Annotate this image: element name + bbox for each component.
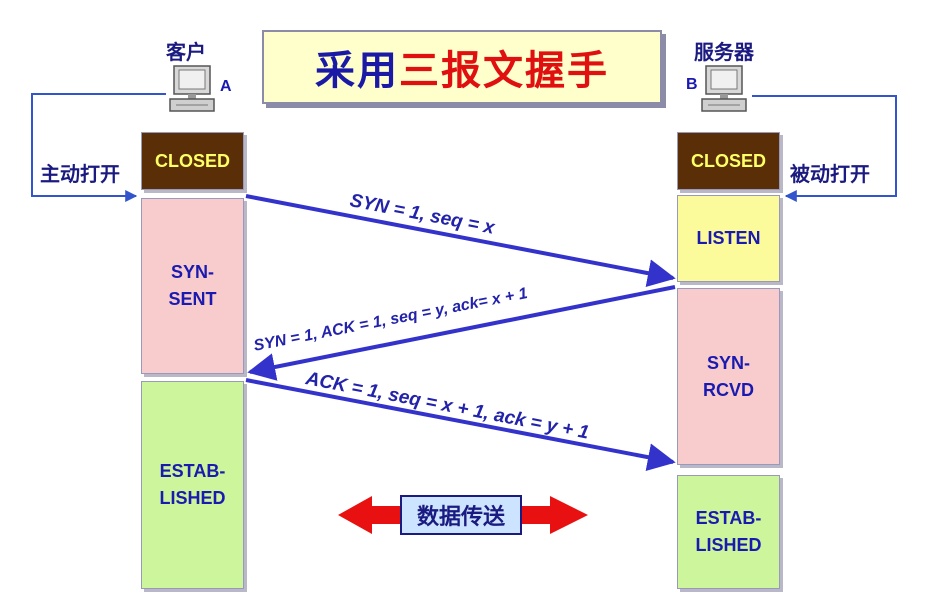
server-state-syn-rcvd-line2: RCVD — [702, 379, 754, 400]
client-label: 客户 — [166, 42, 206, 64]
client-computer-icon — [169, 65, 215, 112]
server-label: 服务器 — [694, 42, 754, 64]
client-state-established: ESTAB- LISHED — [141, 381, 244, 589]
server-state-established: ESTAB- LISHED — [677, 475, 780, 589]
passive-open-label: 被动打开 — [790, 164, 870, 186]
server-letter: B — [686, 76, 698, 93]
client-state-syn-sent-line2: SENT — [168, 289, 217, 309]
server-state-syn-rcvd: SYN- RCVD — [677, 288, 780, 465]
active-open-arrow — [31, 93, 166, 202]
server-computer-icon — [701, 65, 747, 112]
syn-arrow — [245, 194, 676, 287]
page-title: 采用三报文握手 — [262, 30, 662, 104]
server-state-closed: CLOSED — [677, 132, 780, 190]
active-open-label: 主动打开 — [40, 164, 120, 186]
client-state-closed: CLOSED — [141, 132, 244, 190]
client-state-established-line1: ESTAB- — [159, 461, 226, 481]
server-state-listen: LISTEN — [677, 195, 780, 282]
server-state-closed-text: CLOSED — [690, 150, 766, 171]
client-state-closed-text: CLOSED — [154, 150, 230, 171]
client-letter: A — [220, 78, 232, 95]
server-state-established-line1: ESTAB- — [695, 508, 762, 528]
data-transfer-label: 数据传送 — [400, 495, 522, 535]
title-part-2: 三报文握手 — [399, 49, 609, 93]
server-state-listen-text: LISTEN — [696, 228, 761, 248]
server-state-established-line2: LISHED — [695, 535, 762, 555]
syn-ack-arrow — [247, 285, 676, 381]
ack-arrow — [245, 378, 676, 471]
client-state-syn-sent: SYN- SENT — [141, 198, 244, 374]
title-part-1: 采用 — [315, 49, 399, 93]
client-state-established-line2: LISHED — [159, 488, 226, 508]
passive-open-arrow — [752, 95, 897, 202]
client-state-syn-sent-line1: SYN- — [170, 262, 214, 282]
server-state-syn-rcvd-line1: SYN- — [706, 352, 750, 373]
